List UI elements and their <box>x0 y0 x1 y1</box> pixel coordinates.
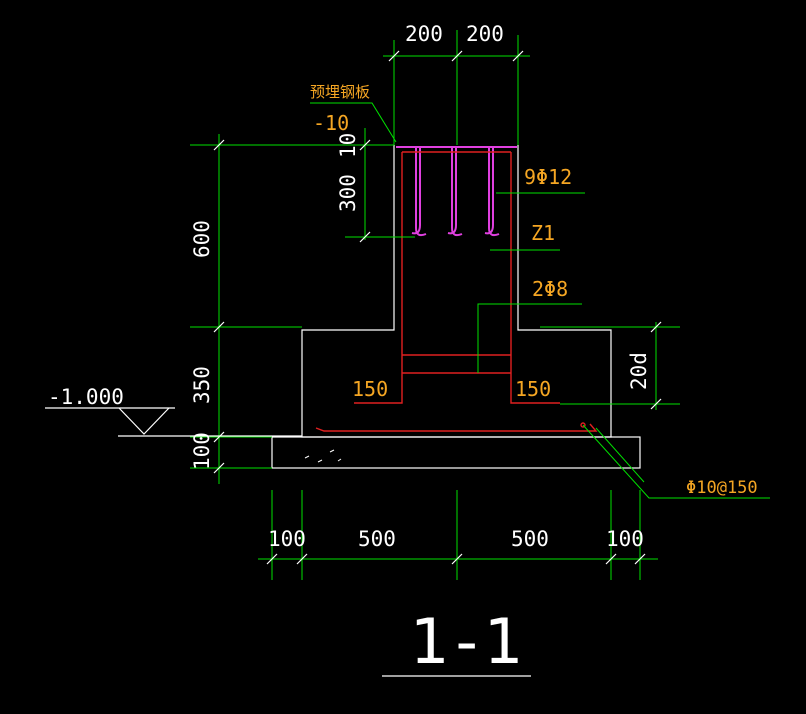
label-bottom-rebar: Φ10@150 <box>686 478 758 498</box>
anchor-hook-1 <box>415 147 427 237</box>
anchor-bar-2 <box>447 147 457 235</box>
dimension-lines <box>190 30 770 580</box>
dim-cushion-height: 100 <box>190 432 214 470</box>
dim-bottom-2: 500 <box>358 527 396 551</box>
label-rebar-main: 9Φ12 <box>524 165 572 189</box>
leader-stirrup <box>477 303 582 373</box>
dim-plate-thickness: 10 <box>336 133 360 158</box>
leader-bottom-rebar <box>582 424 770 499</box>
label-elevation: -1.000 <box>48 385 124 409</box>
dim-bottom-4: 100 <box>606 527 644 551</box>
dim-top-right: 200 <box>466 22 504 46</box>
dim-top-left: 200 <box>405 22 443 46</box>
label-embedded-plate: 预埋钢板 <box>310 83 370 101</box>
section-title: 1-1 <box>410 605 529 678</box>
label-stirrup: 2Φ8 <box>532 277 568 301</box>
main-rebar-left <box>354 152 403 404</box>
cushion-layer <box>271 436 641 469</box>
anchor-hook-3 <box>488 147 500 237</box>
bottom-mesh-bar <box>315 423 598 432</box>
leader-embedded-plate <box>310 102 397 143</box>
dim-bottom-1: 100 <box>268 527 306 551</box>
main-rebar-right <box>510 152 560 404</box>
dim-lap-length: 20d <box>627 352 651 390</box>
rebar-cage <box>315 151 598 432</box>
dim-bottom-3: 500 <box>511 527 549 551</box>
anchor-hook-2 <box>451 147 463 237</box>
label-anchor-left: 150 <box>352 377 388 401</box>
dim-column-height: 600 <box>190 220 214 258</box>
cushion-hatch <box>304 449 342 463</box>
anchor-bar-1 <box>411 147 421 235</box>
anchor-bar-3 <box>484 147 494 235</box>
label-plate-thickness: -10 <box>313 111 349 135</box>
label-column-id: Z1 <box>531 221 555 245</box>
dim-anchor-length: 300 <box>336 174 360 212</box>
concrete-outline <box>271 145 641 469</box>
elevation-marker <box>45 407 302 437</box>
label-anchor-right: 150 <box>515 377 551 401</box>
embedded-plate-assembly <box>396 146 517 237</box>
bottom-bar-section <box>580 422 586 428</box>
dim-footing-height: 350 <box>190 366 214 404</box>
